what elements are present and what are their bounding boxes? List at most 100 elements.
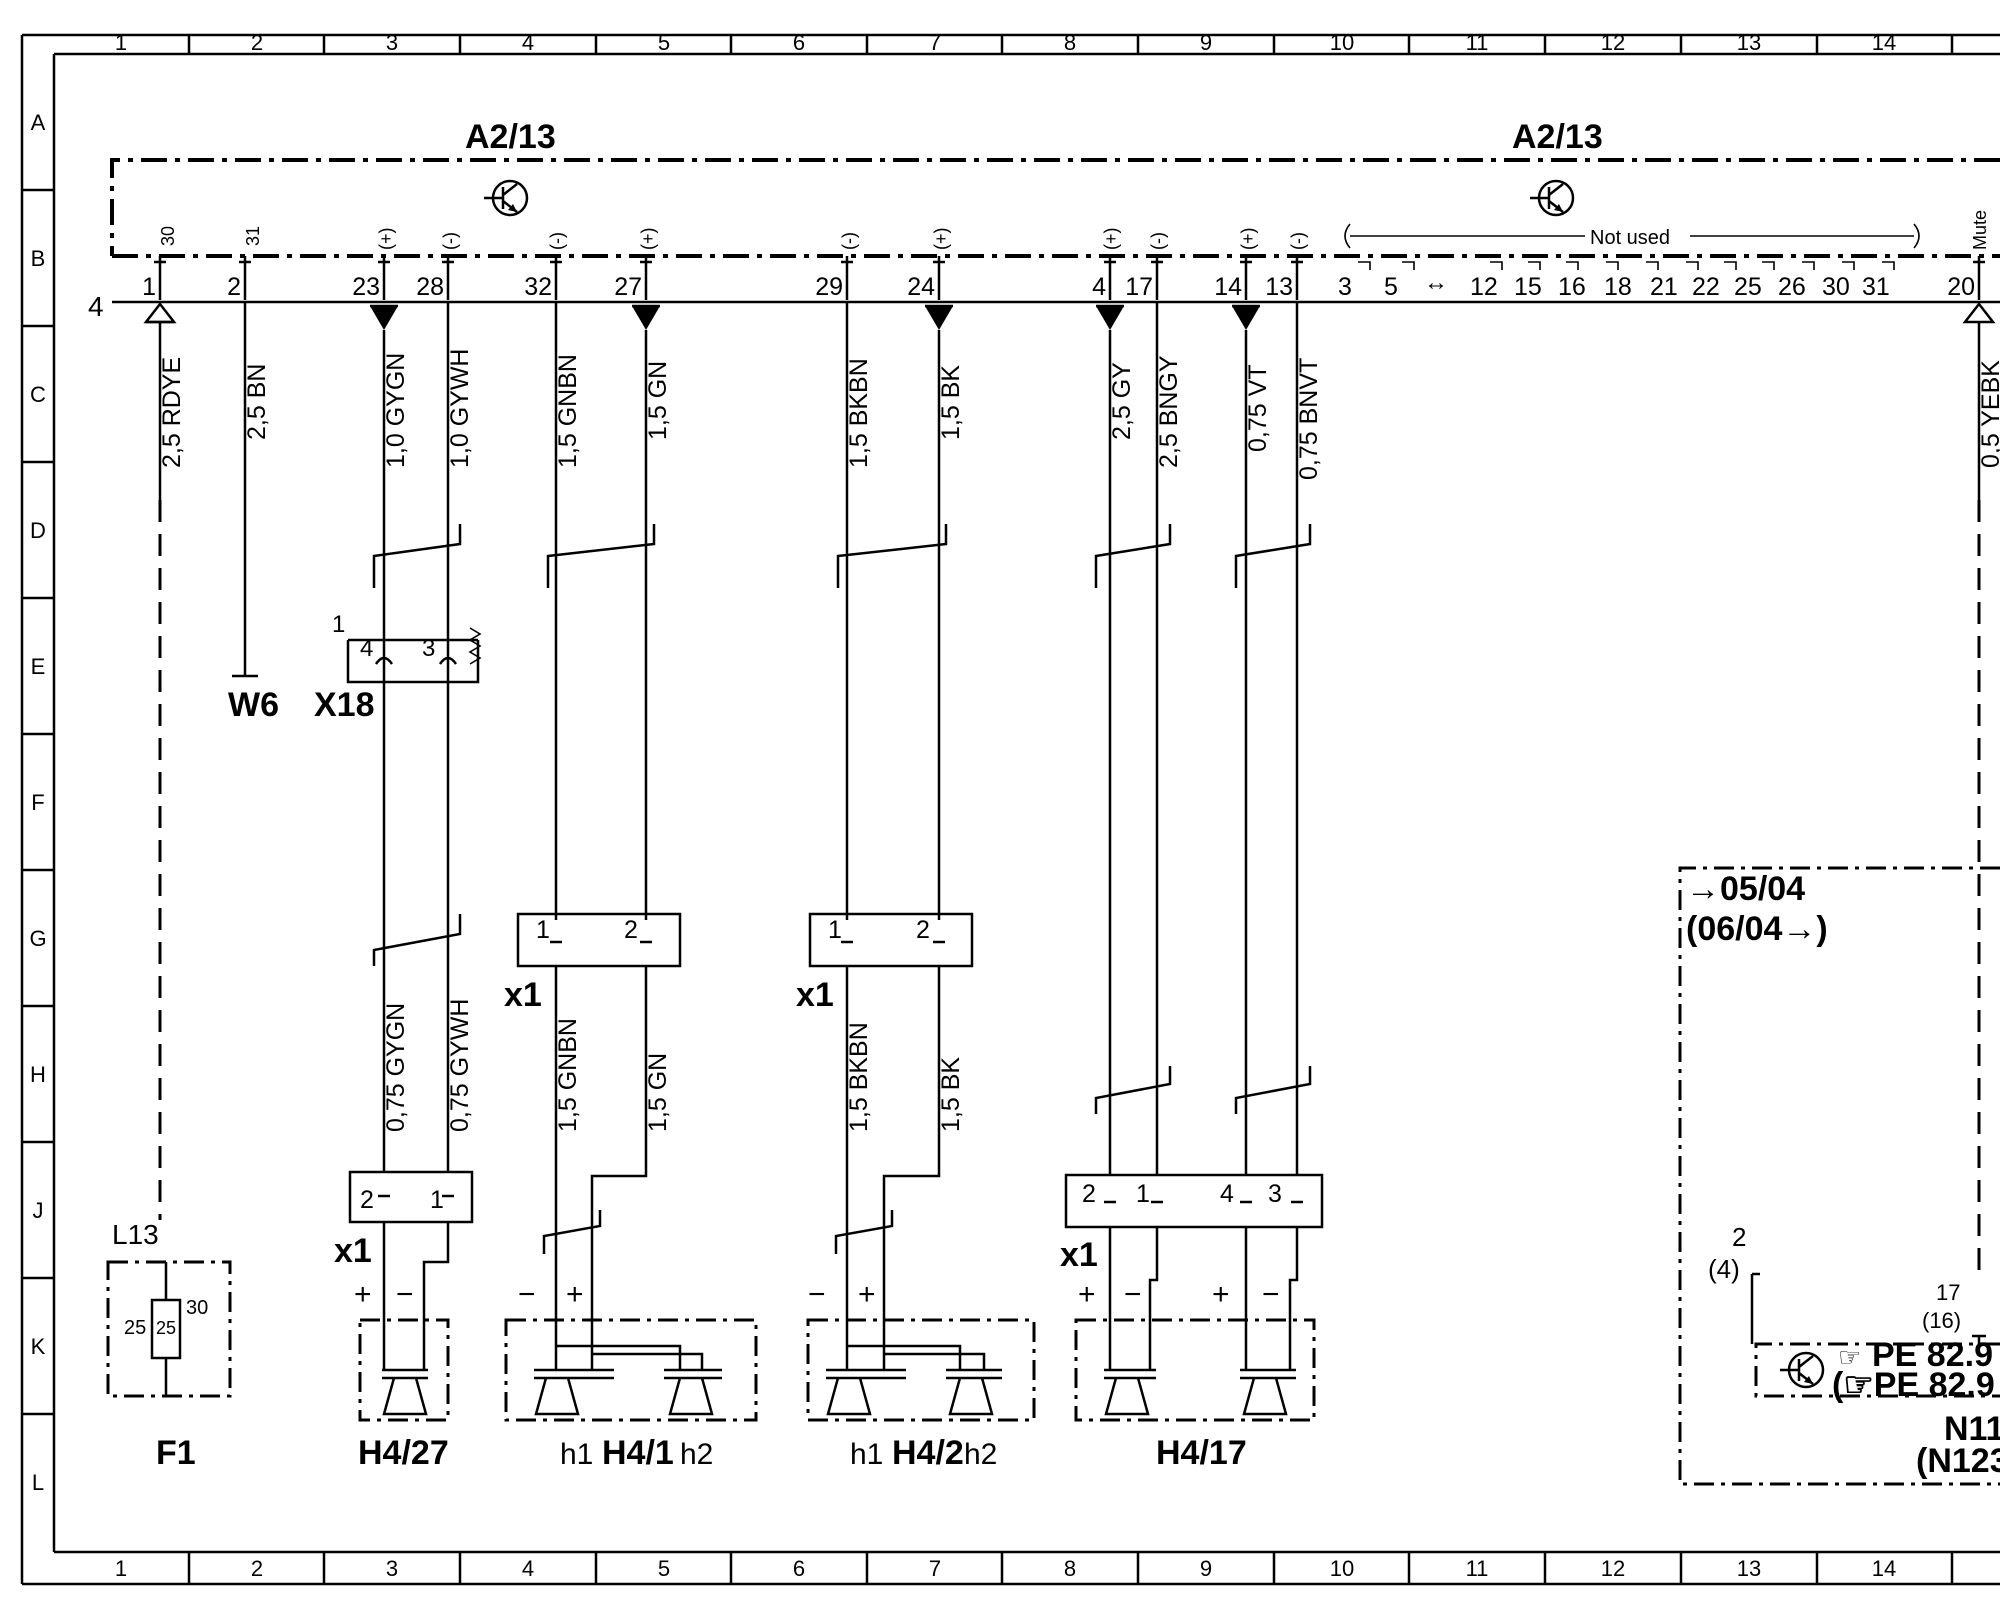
unused-pin: 22 — [1692, 273, 1720, 301]
unused-pin: 21 — [1650, 273, 1678, 301]
x1-label: x1 — [796, 976, 834, 1014]
pin-tag: Mute — [1970, 210, 1990, 250]
pin-number: 4 — [1220, 1180, 1234, 1208]
speaker-label: H4/17 — [1156, 1434, 1247, 1472]
unused-pin: 5 — [1384, 273, 1398, 301]
x1-label: x1 — [1060, 1236, 1098, 1274]
pin-tag: 31 — [243, 226, 263, 246]
pin-tag: (+) — [931, 228, 951, 251]
speaker-h4-2: − + h1 H4/2 h2 — [806, 1278, 1036, 1472]
pin-tag: (-) — [547, 232, 567, 250]
wire-label: 1,5 BKBN — [845, 1022, 873, 1132]
pin-number: 20 — [1947, 273, 1975, 301]
wire-label: 1,5 GN — [644, 1053, 672, 1132]
x1-label: x1 — [334, 1232, 372, 1270]
h2-label: h2 — [680, 1438, 713, 1471]
col-label: 13 — [1737, 30, 1761, 55]
col-label: 11 — [1466, 30, 1489, 55]
wire-label: 1,5 GNBN — [554, 1018, 582, 1132]
drawing-frame — [20, 33, 2000, 1586]
pin-number: 14 — [1214, 273, 1242, 301]
wire-label: 0,75 GYWH — [446, 999, 474, 1132]
unused-pin: 25 — [1734, 273, 1762, 301]
x18-number: 1 — [332, 611, 345, 638]
pin-number: 1 — [828, 916, 842, 944]
pin-number: 2 — [1082, 1180, 1096, 1208]
pin-number: 24 — [907, 273, 935, 301]
wire-label: 1,0 GYGN — [382, 353, 410, 468]
module-label-left: A2/13 — [465, 118, 556, 156]
col-label: 3 — [386, 1556, 398, 1581]
wire-label: 0,75 GYGN — [382, 1003, 410, 1132]
pin-tag: (+) — [1101, 228, 1121, 251]
minus-sign: − — [396, 1278, 414, 1311]
transistor-icon — [484, 179, 529, 217]
unused-pin: 12 — [1470, 273, 1498, 301]
row-label: F — [31, 790, 44, 815]
pin-number: 2 — [624, 916, 638, 944]
pin-number: 1 — [1136, 1180, 1150, 1208]
col-label: 6 — [793, 30, 805, 55]
wire-label: 0,5 YEBK — [1977, 360, 2000, 468]
minus-sign: − — [518, 1278, 536, 1311]
wire-label: 1,5 GN — [644, 361, 672, 440]
plus-sign: + — [1078, 1278, 1096, 1311]
wire-label: 1,5 BKBN — [845, 358, 873, 468]
col-label: 4 — [522, 30, 534, 55]
unused-pin: 16 — [1558, 273, 1586, 301]
row-label: A — [31, 110, 46, 135]
pin-number: 23 — [352, 273, 380, 301]
w6-label: W6 — [228, 686, 279, 724]
col-label: 4 — [522, 1556, 534, 1581]
signal-arrows — [143, 301, 1996, 330]
pin-number: 27 — [614, 273, 642, 301]
wire-labels-upper: 2,5 RDYE 2,5 BN 1,0 GYGN 1,0 GYWH 1,5 GN… — [158, 349, 2000, 480]
speaker-h4-1: − + h1 H4/1 h2 — [504, 1278, 758, 1472]
x18-label: X18 — [314, 686, 375, 724]
n112-label: N112 — [1944, 1410, 2000, 1448]
wire-label: 2,5 RDYE — [158, 357, 186, 468]
pin-number: 32 — [524, 273, 552, 301]
pe-reference: PE 82.9 — [1872, 1336, 1993, 1374]
pin-tag: (-) — [440, 232, 460, 250]
transistor-icon — [1530, 179, 1575, 217]
wire-label: 2,5 BN — [243, 364, 271, 440]
pin-number: 4 — [1092, 273, 1106, 301]
h1-label: h1 — [850, 1438, 883, 1471]
col-label: 10 — [1330, 1556, 1354, 1581]
plus-sign: + — [566, 1278, 584, 1311]
pin-tag: (+) — [376, 228, 396, 251]
fuse-box-f1: L13 25 25 30 F1 — [106, 1219, 232, 1472]
row-label: L — [32, 1470, 44, 1495]
connector-x1-d: 2 1 4 3 x1 — [1060, 1173, 1324, 1320]
pin-tag: (-) — [1288, 232, 1308, 250]
pin-number: 13 — [1265, 273, 1293, 301]
pin-tag: (+) — [1238, 228, 1258, 251]
row-label: C — [30, 382, 46, 407]
plus-sign: + — [1212, 1278, 1230, 1311]
wires-upper — [158, 302, 1981, 1280]
connector-x1-b: 1 2 x1 — [796, 912, 974, 1014]
row-label: G — [29, 926, 46, 951]
col-label: 2 — [251, 1556, 263, 1581]
h1-label: h1 — [560, 1438, 593, 1471]
minus-sign: − — [1262, 1278, 1280, 1311]
n-pin: 2 — [1732, 1222, 1746, 1252]
wire-label: 0,75 BNVT — [1295, 358, 1323, 480]
wire-label: 1,5 BK — [937, 365, 965, 440]
n123-label: (N123/ — [1916, 1442, 2000, 1480]
x18-pin: 4 — [360, 635, 373, 662]
col-label: 9 — [1200, 1556, 1212, 1581]
version-to: (06/04→) — [1686, 910, 1828, 948]
ground-w6: W6 — [228, 686, 279, 724]
wire-labels-lower: 0,75 GYGN 0,75 GYWH 1,5 GNBN 1,5 GN 1,5 … — [382, 999, 965, 1132]
wire-label: 2,5 GY — [1108, 362, 1136, 440]
x18-pin: 3 — [422, 635, 435, 662]
pin-number: 1 — [430, 1186, 444, 1214]
range-arrow: ↔ — [1424, 269, 1448, 296]
row-label: B — [31, 246, 46, 271]
l13-pin: 25 — [124, 1317, 146, 1339]
l13-label: L13 — [112, 1219, 159, 1250]
wire-label: 1,0 GYWH — [446, 349, 474, 468]
